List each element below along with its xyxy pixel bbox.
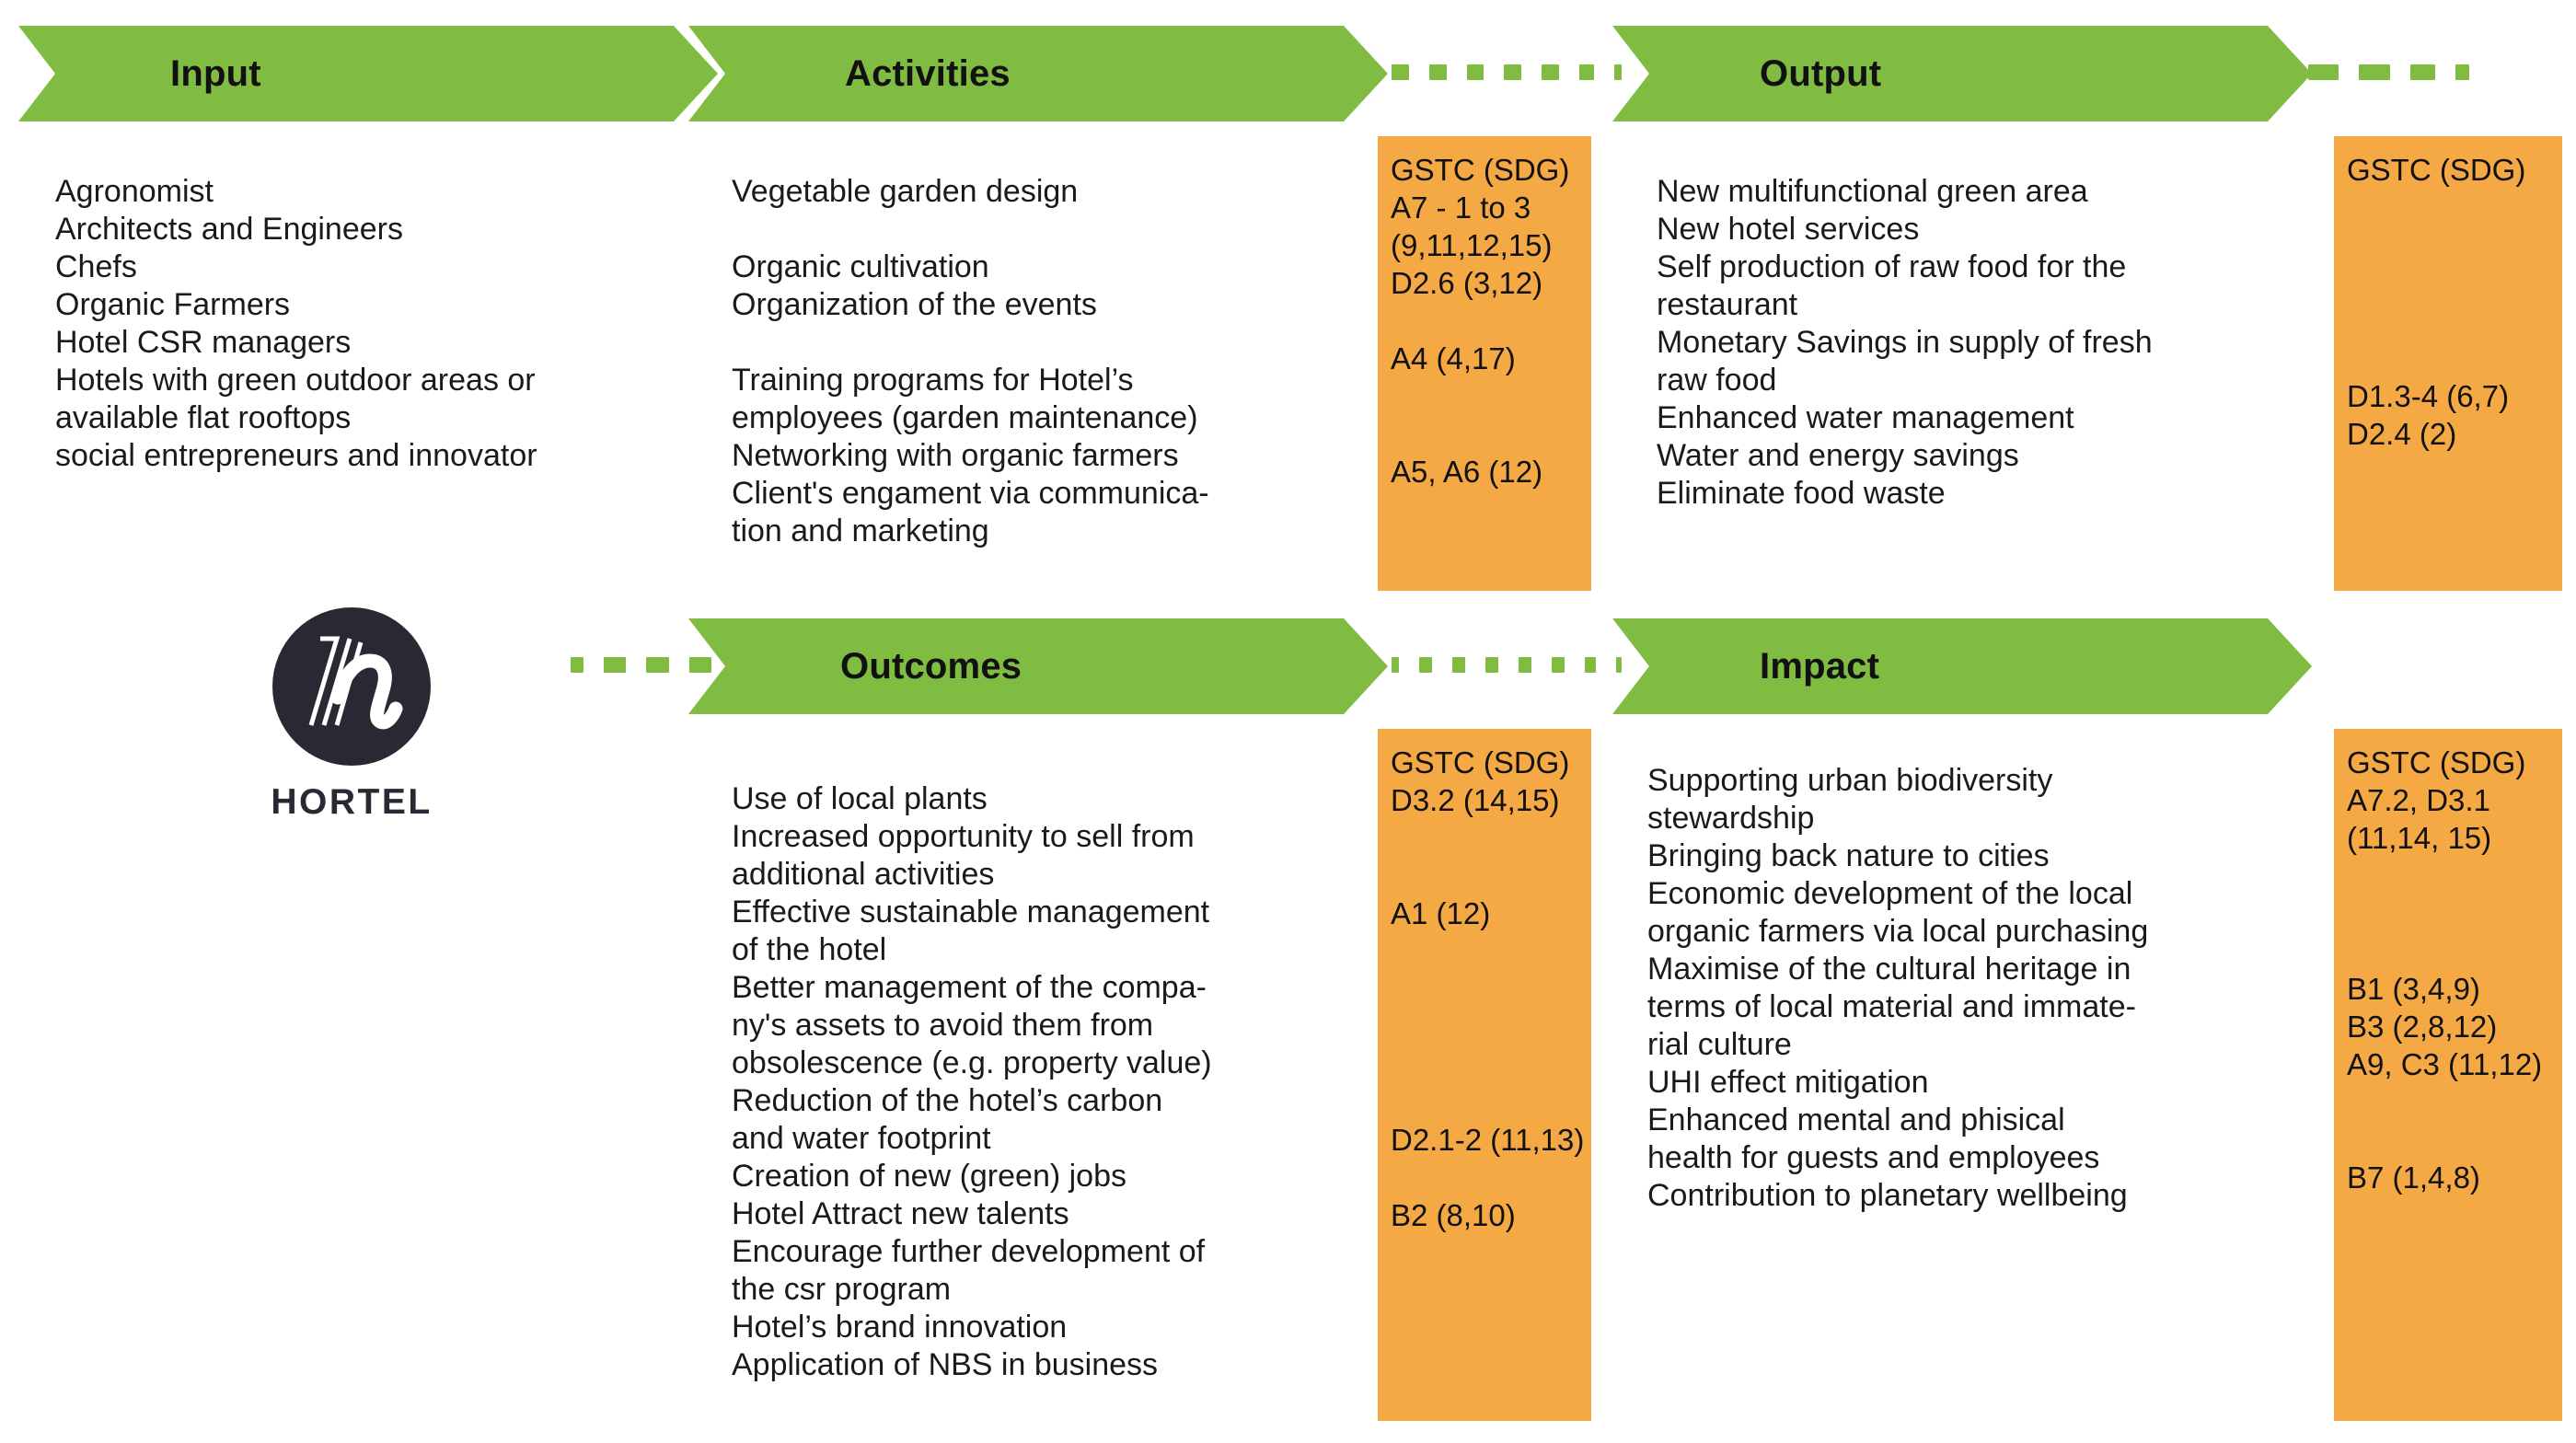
- gstc-panel-output: GSTC (SDG) D1.3-4 (6,7) D2.4 (2): [2334, 136, 2562, 591]
- banner-input: Input: [18, 26, 718, 121]
- text-activities: Vegetable garden design Organic cultivat…: [732, 174, 1209, 548]
- brand-name: HORTEL: [271, 782, 433, 822]
- brand-logo: HORTEL: [232, 607, 471, 823]
- banner-output: Output: [1612, 26, 2312, 121]
- banner-activities-label: Activities: [845, 52, 1011, 94]
- text-impact: Supporting urban biodiversity stewardshi…: [1647, 763, 2149, 1213]
- gstc-panel-activities: GSTC (SDG) A7 - 1 to 3 (9,11,12,15) D2.6…: [1378, 136, 1591, 591]
- connector-activities-to-output: [1392, 58, 1622, 86]
- connector-to-outcomes: [571, 651, 745, 678]
- text-outcomes: Use of local plants Increased opportunit…: [732, 781, 1212, 1382]
- text-input: Agronomist Architects and Engineers Chef…: [55, 174, 537, 473]
- gstc-panel-impact: GSTC (SDG) A7.2, D3.1 (11,14, 15) B1 (3,…: [2334, 729, 2562, 1421]
- logo-circle-icon: [272, 607, 431, 766]
- banner-impact: Impact: [1612, 618, 2312, 714]
- banner-activities: Activities: [688, 26, 1388, 121]
- banner-impact-label: Impact: [1760, 645, 1880, 687]
- gstc-panel-outcomes: GSTC (SDG) D3.2 (14,15) A1 (12) D2.1-2 (…: [1378, 729, 1591, 1421]
- banner-output-label: Output: [1760, 52, 1882, 94]
- text-output: New multifunctional green area New hotel…: [1657, 174, 2153, 511]
- banner-outcomes-label: Outcomes: [840, 645, 1022, 687]
- banner-outcomes: Outcomes: [688, 618, 1388, 714]
- connector-output-tail: [2308, 58, 2469, 86]
- banner-input-label: Input: [170, 52, 261, 94]
- connector-outcomes-to-impact: [1392, 651, 1622, 678]
